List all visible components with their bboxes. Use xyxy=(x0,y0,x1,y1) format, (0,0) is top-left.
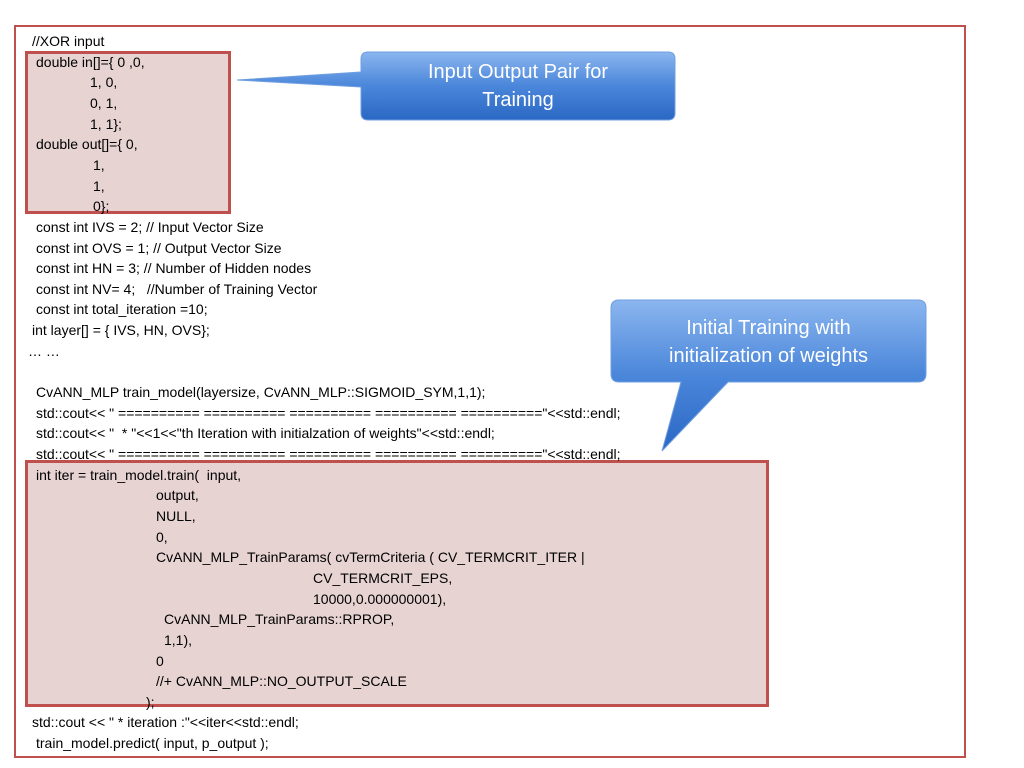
highlight-box-io-pairs xyxy=(25,51,231,214)
callout-top-line2: Training xyxy=(482,89,554,111)
code-line: double out[]={ 0, xyxy=(36,136,138,153)
highlight-box-train-call xyxy=(25,460,769,707)
code-line: const int HN = 3; // Number of Hidden no… xyxy=(36,260,312,277)
code-line: 0, xyxy=(156,528,168,545)
code-line: std::cout<< " ========== ========== ====… xyxy=(36,404,621,421)
code-line: //XOR input xyxy=(32,33,105,49)
code-line: const int OVS = 1; // Output Vector Size xyxy=(36,239,282,256)
code-line: std::cout<< " ========== ========== ====… xyxy=(36,446,621,462)
slide-frame xyxy=(14,25,966,758)
code-line: CvANN_MLP_TrainParams::RPROP, xyxy=(164,611,395,628)
code-line: CV_TERMCRIT_EPS, xyxy=(313,569,453,586)
code-line: CvANN_MLP train_model(layersize, CvANN_M… xyxy=(36,384,486,401)
code-line: 1,1), xyxy=(164,631,193,648)
code-line: const int total_iteration =10; xyxy=(36,301,208,318)
code-line: NULL, xyxy=(156,507,196,524)
code-line: 1, 0, xyxy=(90,74,118,91)
callout-top-line1: Input Output Pair for xyxy=(427,61,609,83)
code-line: CvANN_MLP_TrainParams( cvTermCriteria ( … xyxy=(156,549,585,566)
code-line: … … xyxy=(28,342,60,359)
callout-top-text: Input Output Pair for Training xyxy=(361,58,675,114)
callout-right-line1: Initial Training with xyxy=(686,317,851,339)
code-line: 0 xyxy=(156,652,164,669)
callout-right-text: Initial Training with initialization of … xyxy=(611,314,926,370)
code-line: //+ CvANN_MLP::NO_OUTPUT_SCALE xyxy=(156,673,407,690)
code-line: 1, xyxy=(93,177,105,194)
callout-right-line2: initialization of weights xyxy=(669,345,868,367)
code-line: const int NV= 4; //Number of Training Ve… xyxy=(36,280,318,297)
code-line: output, xyxy=(156,487,199,504)
code-line: ); xyxy=(146,693,155,710)
code-line: 10000,0.000000001), xyxy=(313,590,447,607)
code-line: double in[]={ 0 ,0, xyxy=(36,53,145,70)
callout-top-shape xyxy=(236,51,676,121)
code-line: 1, xyxy=(93,156,105,173)
code-line: std::cout << " * iteration :"<<iter<<std… xyxy=(32,714,299,731)
code-line: int iter = train_model.train( input, xyxy=(36,466,242,483)
code-line: int layer[] = { IVS, HN, OVS}; xyxy=(32,322,210,339)
code-line: 1, 1}; xyxy=(90,115,122,132)
code-line: train_model.predict( input, p_output ); xyxy=(36,735,269,752)
code-line: 0}; xyxy=(93,198,110,215)
code-line: std::cout<< " * "<<1<<"th Iteration with… xyxy=(36,425,495,442)
code-line: 0, 1, xyxy=(90,94,118,111)
callout-right-shape xyxy=(610,299,927,452)
code-line: const int IVS = 2; // Input Vector Size xyxy=(36,218,264,235)
